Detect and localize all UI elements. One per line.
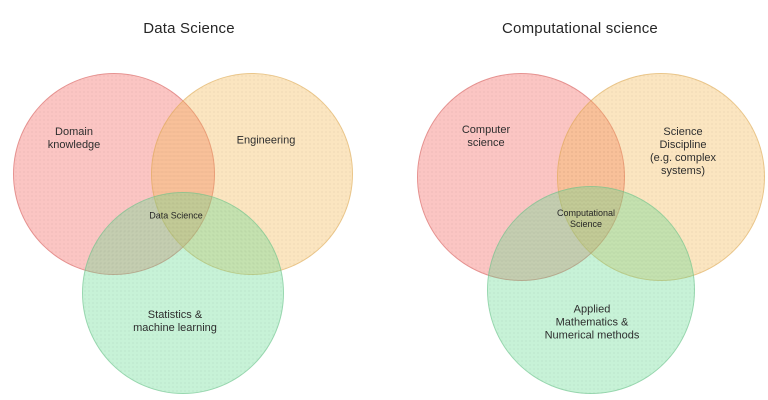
label-center-intersection-computational-science: Computational Science <box>556 208 616 229</box>
diagram-title-data-science: Data Science <box>143 20 235 37</box>
label-center-intersection-data-science: Data Science <box>149 210 203 221</box>
circle-statistics-machine-learning <box>82 192 284 394</box>
label-computer-science: Computer science <box>461 124 511 149</box>
label-domain-knowledge: Domain knowledge <box>47 126 101 151</box>
label-science-discipline: Science Discipline (e.g. complex systems… <box>649 126 717 177</box>
label-engineering: Engineering <box>236 134 296 147</box>
label-applied-mathematics-numerical-methods: Applied Mathematics & Numerical methods <box>544 303 640 342</box>
circle-applied-mathematics-numerical-methods <box>487 186 695 394</box>
label-statistics-machine-learning: Statistics & machine learning <box>133 309 217 334</box>
diagram-title-computational-science: Computational science <box>502 20 658 37</box>
